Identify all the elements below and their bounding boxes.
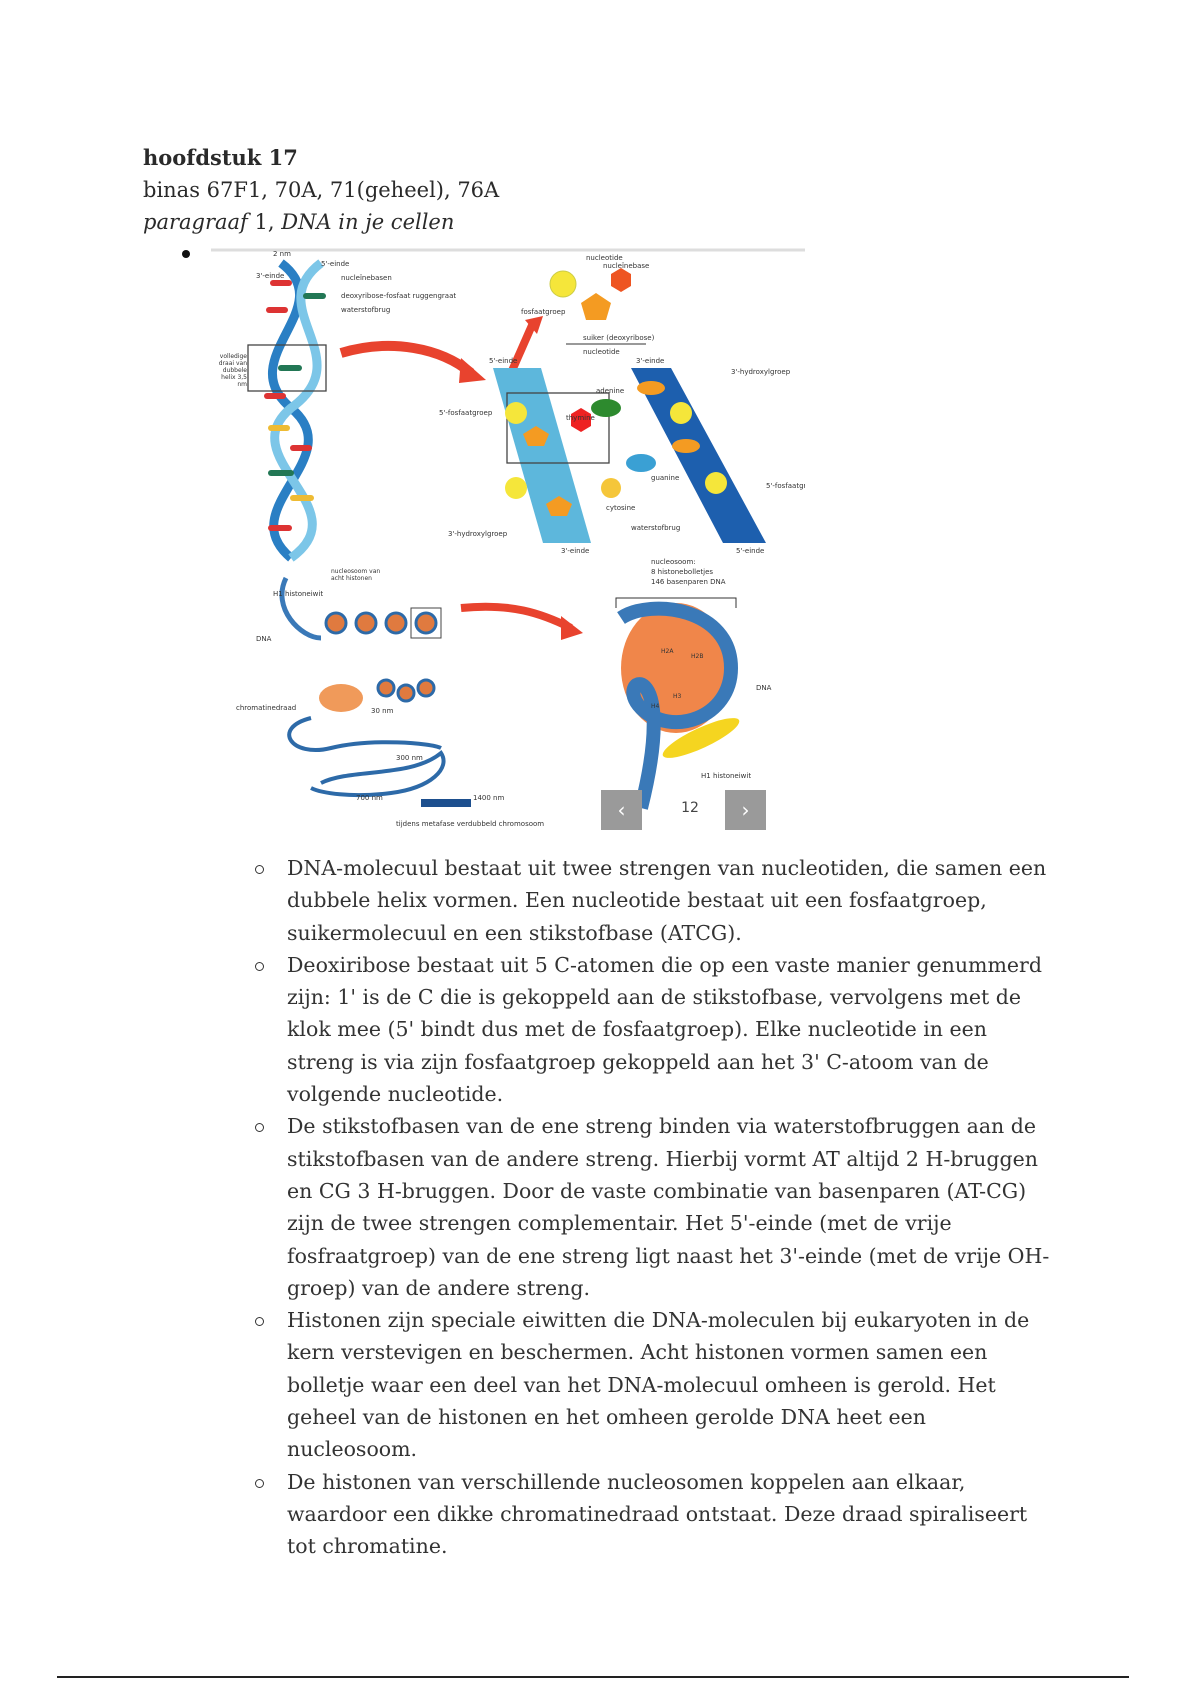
label-nucleosoom-sub1: 8 histonebolletjes — [651, 568, 713, 576]
carousel-prev-button[interactable]: ‹ — [601, 790, 642, 830]
notes-list: DNA-molecuul bestaat uit twee strengen v… — [255, 852, 1057, 1563]
carousel-next-button[interactable]: › — [725, 790, 766, 830]
label-backbone: deoxyribose-fosfaat ruggengraat — [341, 292, 456, 300]
label-nucleosoom-title: nucleosoom: — [651, 558, 696, 566]
label-700nm: 700 nm — [356, 794, 383, 802]
label-h3: H3 — [673, 693, 682, 700]
label-guanine: guanine — [651, 474, 679, 482]
carousel-page-number: 12 — [681, 800, 699, 816]
label-h2b: H2B — [691, 653, 703, 660]
page-bottom-rule — [57, 1676, 1129, 1678]
label-h2a: H2A — [661, 648, 674, 655]
list-item: De histonen van verschillende nucleosome… — [255, 1466, 1057, 1563]
label-waterstofbrug-2: waterstofbrug — [631, 524, 680, 532]
label-300nm: 300 nm — [396, 754, 423, 762]
label-chromatine: chromatinedraad — [236, 704, 296, 712]
label-waterstofbrug: waterstofbrug — [341, 306, 390, 314]
label-nucleotide: nucleotide — [583, 348, 620, 356]
label-winding: volledige draai van dubbele helix 3,5 nm — [218, 353, 247, 388]
label-nucleinebase: nucleïnebase — [603, 262, 649, 270]
section-title: DNA in je cellen — [281, 210, 455, 234]
label-adenine: adenine — [596, 387, 624, 395]
label-5-end-bottom: 5'-einde — [736, 547, 764, 555]
label-dna-right: DNA — [756, 684, 772, 692]
double-helix-illustration — [247, 259, 327, 562]
list-item: Histonen zijn speciale eiwitten die DNA-… — [255, 1304, 1057, 1465]
label-5-end-top: 5'-einde — [321, 260, 349, 268]
list-item: DNA-molecuul bestaat uit twee strengen v… — [255, 852, 1057, 949]
list-item: De stikstofbasen van de ene streng binde… — [255, 1110, 1057, 1304]
label-suiker: suiker (deoxyribose) — [583, 334, 655, 342]
label-30nm: 30 nm — [371, 707, 394, 715]
dna-figure: 2 nm 5'-einde 3'-einde nucleïnebasen deo… — [211, 248, 820, 833]
label-5-end: 5'-einde — [489, 357, 517, 365]
chapter-heading: hoofdstuk 17 — [143, 145, 298, 170]
label-5-phosphate: 5'-fosfaatgroep — [439, 409, 493, 417]
label-3-end-left: 3'-einde — [256, 272, 284, 280]
label-metafase: tijdens metafase verdubbeld chromosoom — [396, 820, 544, 828]
binas-reference: binas 67F1, 70A, 71(geheel), 76A — [143, 178, 500, 202]
section-number: 1, — [247, 210, 282, 234]
label-nucleosomes-eight: nucleosoom van acht histonen — [331, 568, 381, 582]
label-cytosine: cytosine — [606, 504, 635, 512]
section-heading: paragraaf 1, DNA in je cellen — [143, 206, 454, 238]
label-5-phosphate-right: 5'-fosfaatgroep — [766, 482, 805, 490]
label-h4: H4 — [651, 703, 660, 710]
label-hydroxyl-bottom: 3'-hydroxylgroep — [448, 530, 508, 538]
list-item: Deoxiribose bestaat uit 5 C-atomen die o… — [255, 949, 1057, 1110]
label-h1: H1 histoneiwit — [273, 590, 323, 598]
label-hydroxyl-top: 3'-hydroxylgroep — [731, 368, 791, 376]
label-h1-bottom: H1 histoneiwit — [701, 772, 751, 780]
label-nucleosoom-sub2: 146 basenparen DNA — [651, 578, 726, 586]
section-label: paragraaf — [143, 210, 248, 234]
label-3-end: 3'-einde — [636, 357, 664, 365]
label-3-end-bottom: 3'-einde — [561, 547, 589, 555]
label-thymine: thymine — [566, 414, 595, 422]
label-dna: DNA — [256, 635, 272, 643]
bullet-dot — [182, 250, 190, 258]
label-fosfaatgroep: fosfaatgroep — [521, 308, 566, 316]
label-width: 2 nm — [273, 250, 291, 258]
label-1400nm: 1400 nm — [473, 794, 504, 802]
label-nucleinebasen: nucleïnebasen — [341, 274, 392, 282]
label-nucleotide-top: nucleotide — [586, 254, 623, 262]
